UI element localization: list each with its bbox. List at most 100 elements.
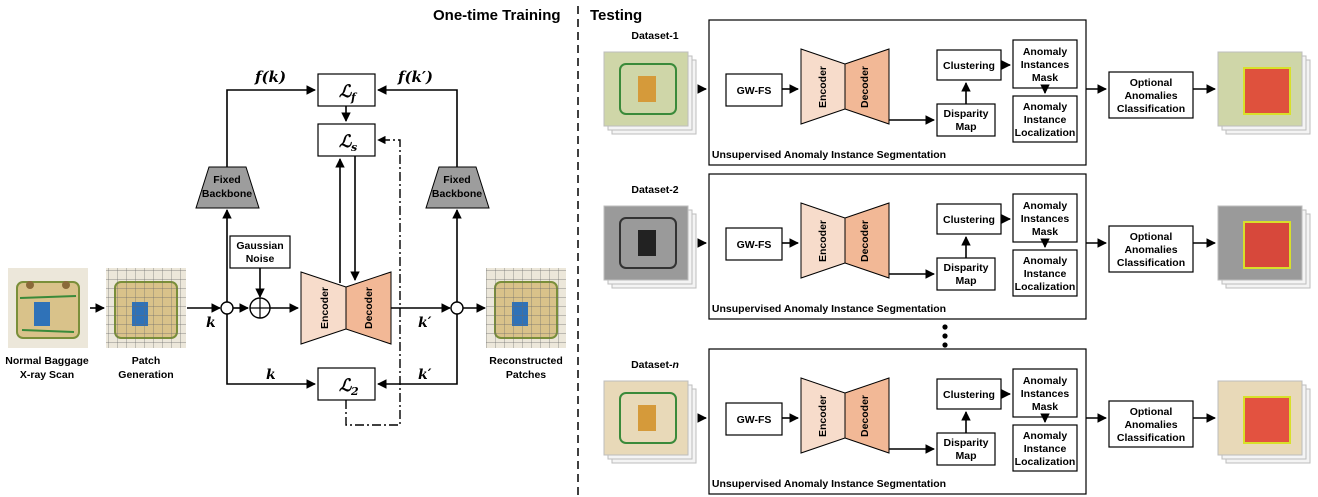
classification-label-3: Classification — [1117, 103, 1185, 115]
disparity-label-1: Disparity — [944, 437, 989, 449]
f-kprime-label: f(k′) — [397, 68, 433, 86]
f-k-label: f(k) — [254, 68, 286, 86]
ellipsis-dot — [942, 342, 948, 348]
classification-label-2: Anomalies — [1124, 419, 1177, 431]
mask-label-1: Anomaly — [1023, 200, 1068, 212]
backbone-right-label-1: Fixed — [443, 174, 470, 186]
mask-label-3: Mask — [1032, 72, 1058, 84]
backbone-left-label-2: Backbone — [202, 188, 252, 200]
gwfs-label: GW-FS — [737, 239, 772, 251]
kprime-label-bottom: k′ — [418, 367, 432, 383]
reconstructed-patches-image — [486, 268, 566, 348]
dataset-name: Dataset-2 — [631, 184, 678, 196]
classification-label-2: Anomalies — [1124, 90, 1177, 102]
dataset-name: Dataset-1 — [631, 30, 678, 42]
classification-label-1: Optional — [1130, 77, 1173, 89]
encoder-label: Encoder — [319, 287, 331, 329]
backbone-left-label-1: Fixed — [213, 174, 240, 186]
disparity-label-2: Map — [956, 275, 977, 287]
loss-s-subscript: s — [351, 141, 357, 154]
dataset-name-italic: n — [673, 359, 679, 371]
anomaly-mask-box — [1012, 39, 1078, 89]
mask-label-2: Instances — [1021, 213, 1070, 225]
fixed-backbone-right — [425, 166, 490, 209]
disparity-map-box — [936, 432, 996, 466]
localization-label-2: Instance — [1024, 114, 1067, 126]
localization-label-3: Localization — [1015, 127, 1076, 139]
dataset-output-stack — [1217, 51, 1311, 135]
input-xray-image — [8, 268, 88, 348]
backbone-right-label-2: Backbone — [432, 188, 482, 200]
disparity-map-box — [936, 257, 996, 291]
split-node-left — [220, 301, 234, 315]
classification-label-3: Classification — [1117, 432, 1185, 444]
classification-label-1: Optional — [1130, 406, 1173, 418]
disparity-label-2: Map — [956, 121, 977, 133]
disparity-label-1: Disparity — [944, 108, 989, 120]
dataset-input-stack — [603, 380, 697, 464]
mask-label-3: Mask — [1032, 401, 1058, 413]
classification-box — [1108, 400, 1194, 448]
loss-2-box — [317, 367, 376, 401]
dataset-name-text: Dataset- — [631, 359, 673, 371]
split-node-right — [450, 301, 464, 315]
encoder-label: Encoder — [817, 220, 829, 262]
clustering-box — [936, 378, 1002, 410]
dataset-input-stack — [603, 51, 697, 135]
recon-label-line-2: Patches — [506, 369, 546, 381]
arrow-split-to-l2 — [226, 314, 316, 389]
mask-label-3: Mask — [1032, 226, 1058, 238]
localization-label-2: Instance — [1024, 268, 1067, 280]
anomaly-mask-box — [1012, 193, 1078, 243]
decoder-label: Decoder — [859, 66, 871, 108]
encoder-label: Encoder — [817, 395, 829, 437]
localization-label-3: Localization — [1015, 281, 1076, 293]
localization-label-3: Localization — [1015, 456, 1076, 468]
localization-label-2: Instance — [1024, 443, 1067, 455]
testing-title: Testing — [590, 7, 642, 24]
mask-label-2: Instances — [1021, 59, 1070, 71]
classification-box — [1108, 71, 1194, 119]
decoder-block — [844, 377, 890, 454]
fixed-backbone-left — [195, 166, 260, 209]
input-label-line-2: X-ray Scan — [20, 369, 74, 381]
k-label-bottom: k — [266, 367, 276, 383]
gwfs-box — [725, 227, 783, 261]
noise-label-2: Noise — [246, 253, 275, 265]
loss-2-subscript: 2 — [350, 385, 359, 398]
decoder-block — [844, 48, 890, 125]
encoder-label: Encoder — [817, 66, 829, 108]
localization-label-1: Anomaly — [1023, 101, 1068, 113]
loss-f-subscript: f — [350, 91, 358, 104]
dataset-name-text: Dataset-2 — [631, 184, 678, 196]
gaussian-noise-box — [229, 235, 291, 269]
training-title: One-time Training — [433, 7, 561, 24]
dataset-input-stack — [603, 205, 697, 289]
ellipsis-dot — [942, 324, 948, 330]
anomaly-localization-box — [1012, 249, 1078, 297]
dataset-name: Dataset-n — [631, 359, 679, 371]
loss-f-symbol: ℒ — [339, 82, 352, 102]
mask-label-1: Anomaly — [1023, 46, 1068, 58]
disparity-label-1: Disparity — [944, 262, 989, 274]
clustering-label: Clustering — [943, 214, 995, 226]
gwfs-box — [725, 402, 783, 436]
decoder-label: Decoder — [859, 220, 871, 262]
localization-label-1: Anomaly — [1023, 255, 1068, 267]
k-label-center-left: k — [206, 315, 216, 331]
anomaly-localization-box — [1012, 95, 1078, 143]
decoder-block — [844, 202, 890, 279]
patch-grid-image — [106, 268, 186, 348]
anomaly-mask-box — [1012, 368, 1078, 418]
decoder-label: Decoder — [363, 287, 375, 329]
segmentation-label: Unsupervised Anomaly Instance Segmentati… — [712, 303, 946, 315]
classification-label-3: Classification — [1117, 257, 1185, 269]
classification-label-2: Anomalies — [1124, 244, 1177, 256]
disparity-label-2: Map — [956, 450, 977, 462]
dataset-name-text: Dataset-1 — [631, 30, 678, 42]
gwfs-box — [725, 73, 783, 107]
mask-label-2: Instances — [1021, 388, 1070, 400]
